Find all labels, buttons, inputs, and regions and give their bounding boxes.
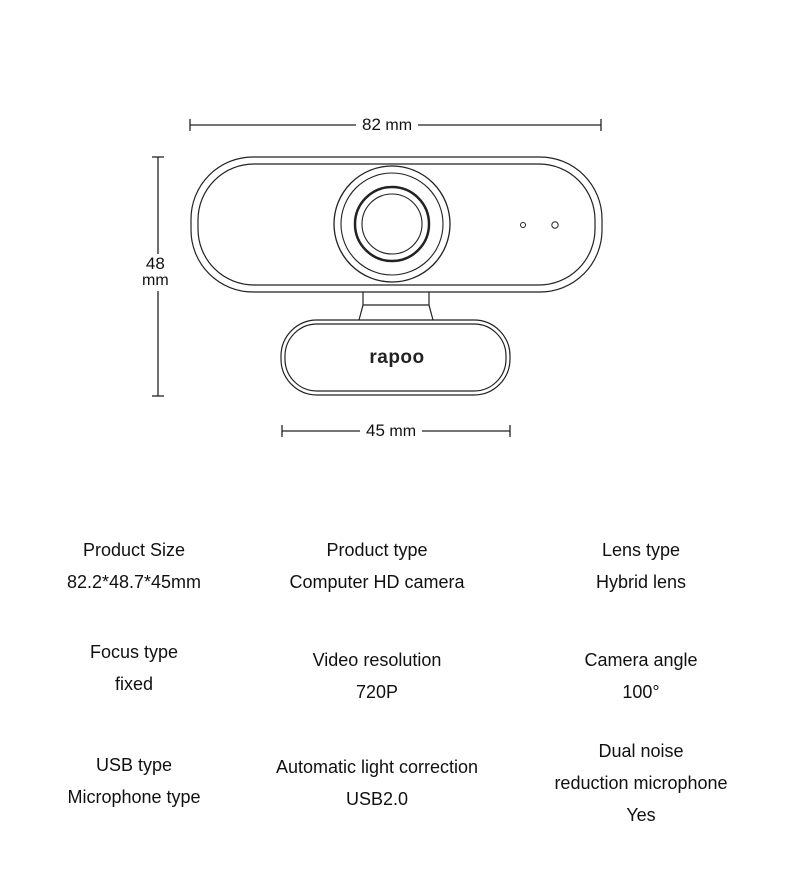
spec-value: 720P — [355, 682, 399, 702]
camera-base — [280, 319, 511, 396]
spec-value: 82.2*48.7*45mm — [66, 572, 202, 592]
spec-item: Camera angle 100° — [521, 644, 761, 708]
base-width-unit: mm — [389, 423, 417, 440]
spec-label: Product Size — [82, 540, 186, 560]
camera-body — [190, 156, 603, 293]
spec-label: Camera angle — [584, 650, 698, 670]
spec-item: Product Size 82.2*48.7*45mm — [14, 534, 254, 598]
spec-label: USB type — [95, 755, 173, 775]
spec-value: Hybrid lens — [595, 572, 687, 592]
spec-label: Video resolution — [312, 650, 442, 670]
width-label: 82 mm — [356, 115, 419, 134]
base-width-value: 45 — [366, 421, 385, 440]
height-unit: mm — [142, 272, 169, 289]
camera-neck — [358, 292, 434, 321]
spec-item: Video resolution 720P — [257, 644, 497, 708]
base-width-label: 45 mm — [360, 421, 423, 440]
spec-item: Focus type fixed — [14, 636, 254, 700]
width-unit: mm — [385, 117, 413, 134]
spec-value: reduction microphone — [554, 773, 728, 793]
spec-value: Computer HD camera — [289, 572, 465, 592]
brand-logo: rapoo — [369, 347, 424, 368]
spec-value: Microphone type — [67, 787, 201, 807]
spec-value: fixed — [114, 674, 154, 694]
lens — [333, 165, 451, 283]
spec-value: 100° — [622, 682, 660, 702]
height-value: 48 — [145, 254, 165, 273]
indicator-light-icon — [520, 222, 526, 228]
width-value: 82 — [362, 115, 381, 134]
spec-label: Product type — [326, 540, 428, 560]
spec-label: Lens type — [601, 540, 681, 560]
spec-label: Automatic light correction — [275, 757, 479, 777]
spec-value: Yes — [626, 805, 656, 825]
spec-value: USB2.0 — [345, 789, 409, 809]
spec-label: Dual noise — [598, 741, 684, 761]
spec-label: Focus type — [89, 642, 179, 662]
indicator-light-icon — [551, 221, 559, 229]
